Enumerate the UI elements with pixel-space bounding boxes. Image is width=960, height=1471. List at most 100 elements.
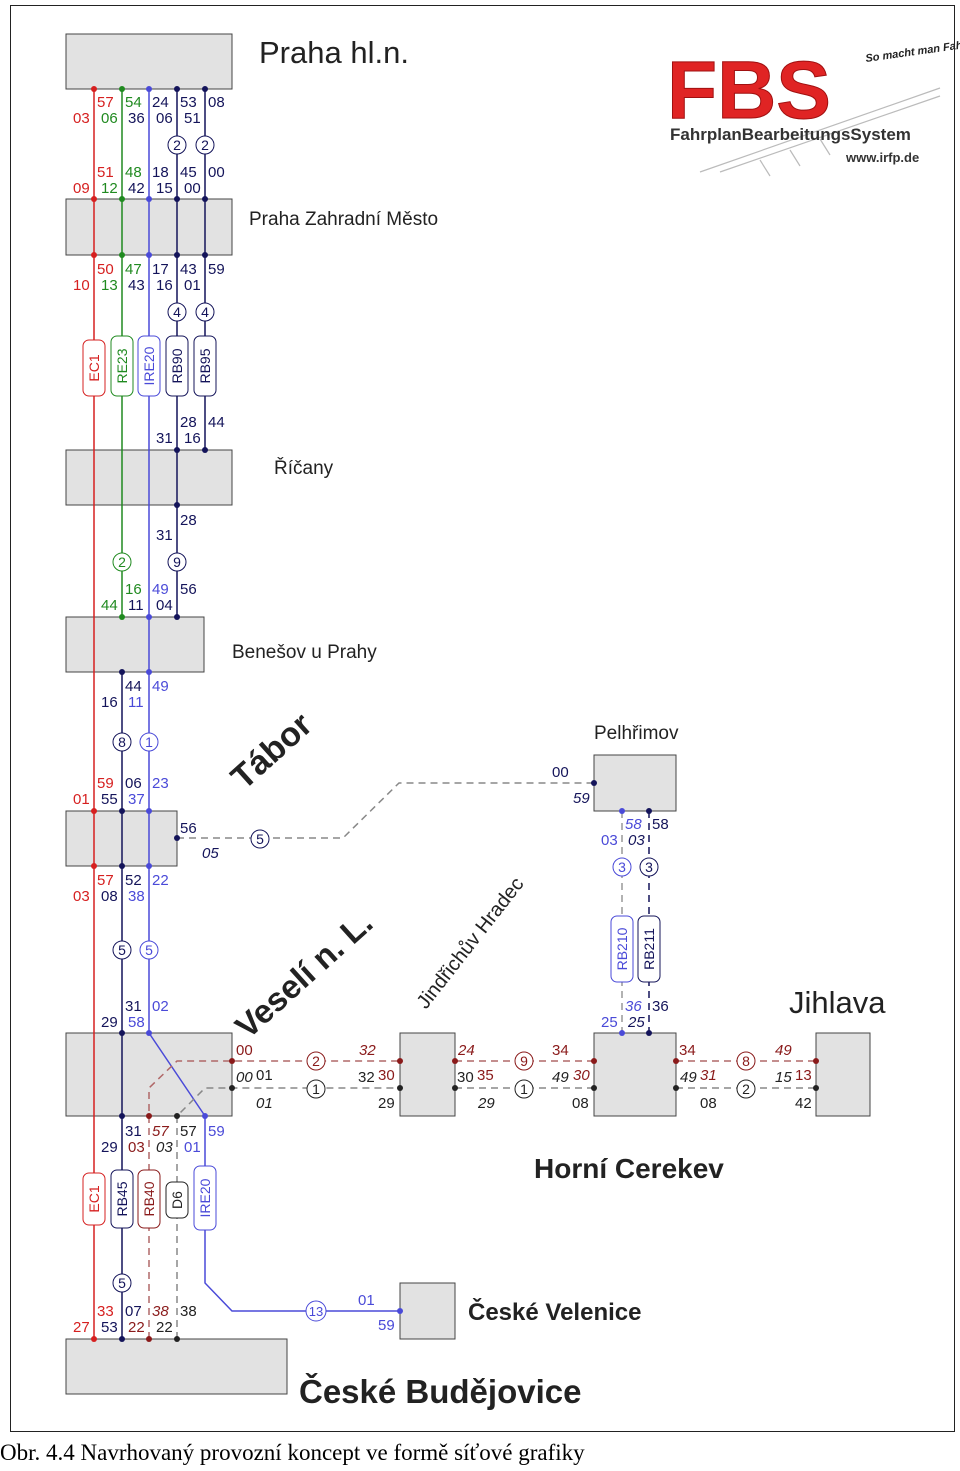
time-label: 01 bbox=[184, 277, 201, 294]
time-label: 31 bbox=[156, 430, 173, 447]
time-label: 37 bbox=[128, 791, 145, 808]
svg-text:IRE20: IRE20 bbox=[141, 346, 157, 385]
svg-text:2: 2 bbox=[201, 137, 209, 153]
time-label: 32 bbox=[359, 1042, 376, 1059]
freq-marker: 9 bbox=[514, 1051, 534, 1071]
time-label: 00 bbox=[184, 180, 201, 197]
svg-text:1: 1 bbox=[520, 1081, 528, 1097]
svg-text:RE23: RE23 bbox=[114, 348, 130, 383]
station-name-ricany: Říčany bbox=[274, 457, 334, 479]
pill-rb40[interactable]: RB40 bbox=[137, 1169, 161, 1229]
pill-rb90[interactable]: RB90 bbox=[165, 335, 189, 397]
fbs-logo: FBS So macht man Fahrpläne! FahrplanBear… bbox=[667, 34, 960, 177]
freq-marker: 8 bbox=[112, 732, 132, 752]
time-label: 47 bbox=[125, 261, 142, 278]
figure-caption: Obr. 4.4 Navrhovaný provozní koncept ve … bbox=[0, 1440, 585, 1465]
svg-text:4: 4 bbox=[173, 304, 181, 320]
time-label: 00 bbox=[208, 164, 225, 181]
time-label: 13 bbox=[101, 277, 118, 294]
logo-main: FBS bbox=[667, 45, 831, 136]
freq-marker: 2 bbox=[736, 1079, 756, 1099]
time-label: 43 bbox=[180, 261, 197, 278]
time-label: 02 bbox=[152, 998, 169, 1015]
time-label: 01 bbox=[256, 1095, 273, 1112]
svg-text:1: 1 bbox=[312, 1081, 320, 1097]
freq-marker: 5 bbox=[112, 940, 132, 960]
station-name-tabor: Tábor bbox=[224, 706, 320, 797]
freq-marker: 3 bbox=[612, 857, 632, 877]
time-label: 32 bbox=[358, 1069, 375, 1086]
time-label: 42 bbox=[795, 1095, 812, 1112]
logo-rails bbox=[699, 87, 941, 177]
time-label: 08 bbox=[101, 888, 118, 905]
time-label: 01 bbox=[256, 1067, 273, 1084]
line-tabor-pelhrimov-path bbox=[177, 782, 594, 839]
time-label: 57 bbox=[97, 872, 114, 889]
box-praha bbox=[65, 33, 233, 90]
logo-url: www.irfp.de bbox=[845, 150, 919, 165]
time-label: 27 bbox=[73, 1319, 90, 1336]
station-names: Praha hl.n. Praha Zahradní Město Říčany … bbox=[224, 35, 886, 1410]
time-label: 23 bbox=[152, 775, 169, 792]
time-label: 59 bbox=[573, 790, 590, 807]
pill-ec1[interactable]: EC1 bbox=[82, 339, 106, 397]
time-label: 52 bbox=[125, 872, 142, 889]
time-label: 58 bbox=[652, 816, 669, 833]
pill-rb95[interactable]: RB95 bbox=[193, 335, 217, 397]
time-label: 25 bbox=[627, 1014, 645, 1031]
svg-text:3: 3 bbox=[645, 859, 653, 875]
time-label: 38 bbox=[180, 1303, 197, 1320]
node-dots bbox=[91, 86, 819, 1342]
time-label: 16 bbox=[156, 277, 173, 294]
time-label: 49 bbox=[680, 1069, 697, 1086]
time-label: 09 bbox=[73, 180, 90, 197]
box-budejovice bbox=[65, 1338, 288, 1395]
pill-d6[interactable]: D6 bbox=[165, 1181, 189, 1219]
pill-ire20[interactable]: IRE20 bbox=[137, 335, 161, 397]
box-jihlava bbox=[815, 1032, 871, 1117]
station-name-jhradec: Jindřichův Hradec bbox=[413, 873, 529, 1013]
svg-text:EC1: EC1 bbox=[86, 1185, 102, 1212]
freq-marker: 2 bbox=[167, 135, 187, 155]
svg-text:4: 4 bbox=[201, 304, 209, 320]
freq-marker: 9 bbox=[167, 552, 187, 572]
time-label: 03 bbox=[601, 832, 618, 849]
time-labels: 57 54 24 53 08 03 06 36 06 51 51 48 18 4… bbox=[73, 94, 812, 1336]
pill-ec1-south[interactable]: EC1 bbox=[82, 1172, 106, 1226]
time-label: 01 bbox=[73, 791, 90, 808]
pill-rb211[interactable]: RB211 bbox=[637, 915, 661, 983]
pill-rb210[interactable]: RB210 bbox=[610, 915, 634, 983]
time-label: 36 bbox=[625, 998, 642, 1015]
freq-marker: 2 bbox=[195, 135, 215, 155]
station-name-zahradni: Praha Zahradní Město bbox=[249, 209, 438, 230]
freq-marker: 8 bbox=[736, 1051, 756, 1071]
freq-marker: 5 bbox=[250, 829, 270, 849]
time-label: 15 bbox=[775, 1069, 792, 1086]
time-label: 36 bbox=[128, 110, 145, 127]
time-label: 29 bbox=[101, 1014, 118, 1031]
pill-ire20-south[interactable]: IRE20 bbox=[193, 1165, 217, 1231]
time-label: 49 bbox=[152, 581, 169, 598]
time-label: 59 bbox=[208, 261, 225, 278]
time-label: 34 bbox=[679, 1042, 696, 1059]
time-label: 30 bbox=[457, 1069, 474, 1086]
time-label: 49 bbox=[775, 1042, 792, 1059]
time-label: 58 bbox=[128, 1014, 145, 1031]
time-label: 18 bbox=[152, 164, 169, 181]
svg-text:5: 5 bbox=[118, 942, 126, 958]
time-label: 29 bbox=[477, 1095, 495, 1112]
station-name-praha: Praha hl.n. bbox=[259, 35, 409, 70]
time-label: 15 bbox=[156, 180, 173, 197]
box-velenice bbox=[399, 1282, 456, 1340]
time-label: 06 bbox=[125, 775, 142, 792]
time-label: 49 bbox=[152, 678, 169, 695]
box-veseli bbox=[65, 1032, 233, 1117]
pill-re23[interactable]: RE23 bbox=[110, 335, 134, 397]
box-pelhrimov bbox=[593, 754, 677, 812]
box-benesov bbox=[65, 616, 205, 673]
time-label: 43 bbox=[128, 277, 145, 294]
freq-marker: 1 bbox=[514, 1079, 534, 1099]
svg-text:8: 8 bbox=[118, 734, 126, 750]
time-label: 03 bbox=[156, 1139, 173, 1156]
pill-rb45[interactable]: RB45 bbox=[110, 1169, 134, 1229]
